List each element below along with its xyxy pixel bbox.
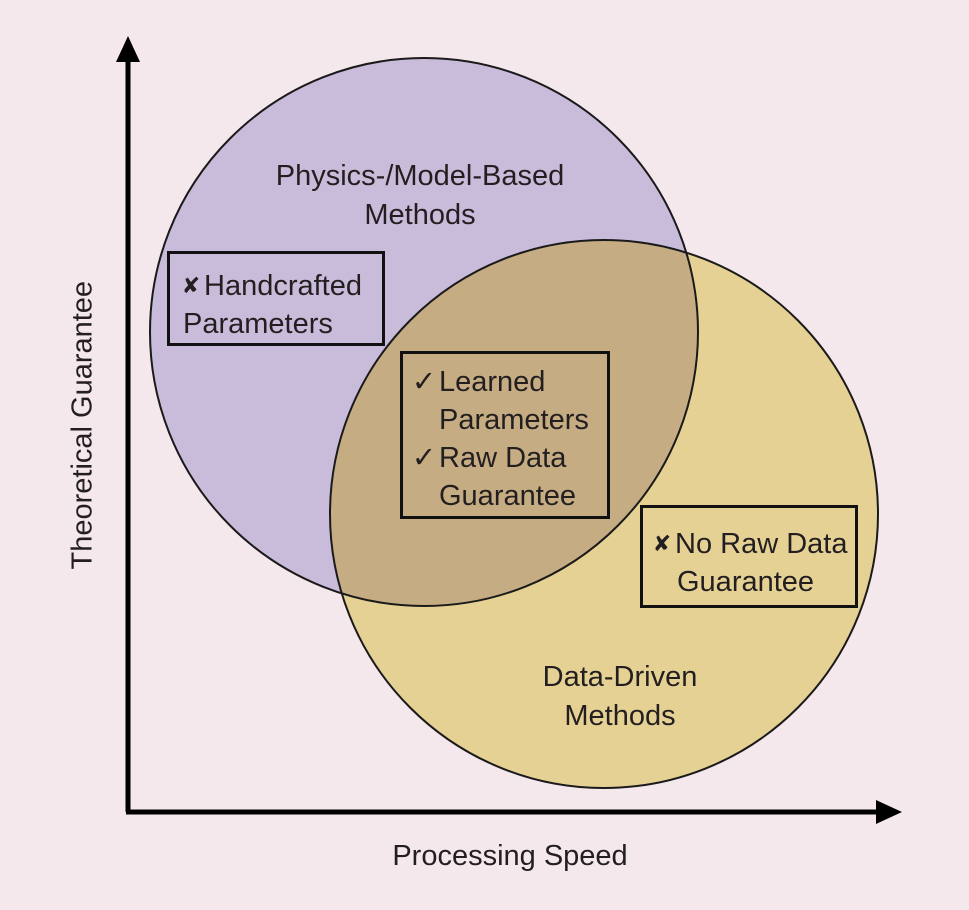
cross-icon: ✘ (652, 531, 672, 556)
raw-data-line2: Guarantee (439, 480, 577, 512)
handcrafted-parameters-box: ✘ Handcrafted Parameters (167, 251, 385, 346)
learned-line2: Parameters (439, 404, 589, 436)
handcrafted-line2: Parameters (183, 308, 333, 340)
no-raw-data-box: ✘ No Raw Data Guarantee (640, 505, 858, 608)
handcrafted-line1: Handcrafted (204, 270, 362, 302)
x-axis-label: Processing Speed (392, 840, 628, 872)
physics-title-line2: Methods (364, 199, 476, 231)
no-raw-line1: No Raw Data (675, 528, 848, 560)
raw-data-line1: Raw Data (439, 442, 567, 474)
physics-set-title: Physics-/Model-Based Methods (230, 158, 610, 233)
y-axis-arrow-icon (116, 36, 140, 62)
check-icon: ✓ (411, 442, 437, 474)
learned-line1: Learned (439, 366, 546, 398)
data-driven-title-line1: Data-Driven (542, 661, 698, 693)
data-driven-set-title: Data-Driven Methods (470, 659, 770, 734)
data-driven-title-line2: Methods (564, 700, 676, 732)
check-icon: ✓ (411, 366, 437, 398)
overlap-region (330, 240, 698, 606)
cross-icon: ✘ (181, 273, 201, 298)
y-axis-label: Theoretical Guarantee (66, 280, 99, 570)
no-raw-line2: Guarantee (677, 566, 815, 598)
x-axis-arrow-icon (876, 800, 902, 824)
intersection-box: ✓ Learned Parameters ✓ Raw Data Guarante… (400, 351, 610, 519)
physics-title-line1: Physics-/Model-Based (275, 160, 565, 192)
